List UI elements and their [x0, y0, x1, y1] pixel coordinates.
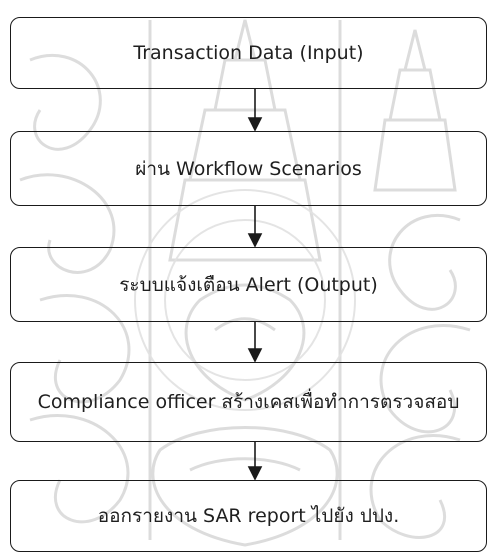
step-5-label: ออกรายงาน SAR report ไปยัง ปปง. [97, 505, 400, 527]
step-1-label: Transaction Data (Input) [133, 42, 364, 64]
step-transaction-data-input: Transaction Data (Input) [10, 17, 487, 89]
step-workflow-scenarios: ผ่าน Workflow Scenarios [10, 131, 487, 206]
step-3-label: ระบบแจ้งเตือน Alert (Output) [119, 273, 378, 296]
step-4-label: Compliance officer สร้างเคสเพื่อทำการตรว… [37, 391, 460, 413]
step-sar-report: ออกรายงาน SAR report ไปยัง ปปง. [10, 480, 487, 552]
step-compliance-officer-case: Compliance officer สร้างเคสเพื่อทำการตรว… [10, 362, 487, 442]
step-alert-output: ระบบแจ้งเตือน Alert (Output) [10, 247, 487, 322]
step-2-label: ผ่าน Workflow Scenarios [135, 157, 362, 180]
